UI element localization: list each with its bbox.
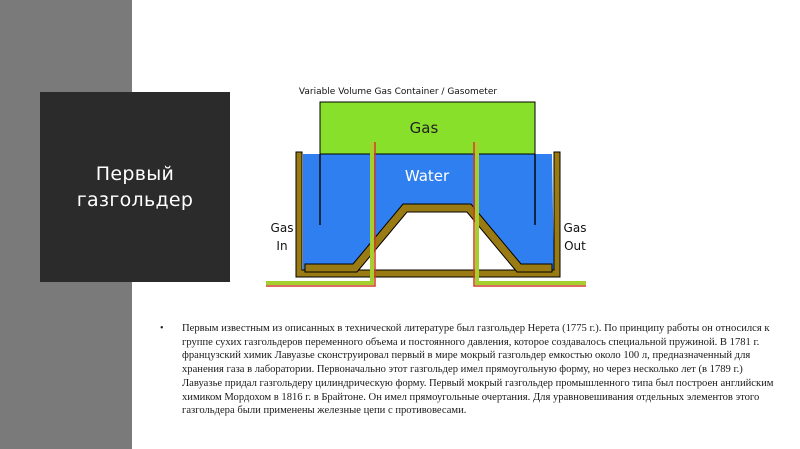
tank-central-hump — [304, 203, 553, 273]
gas-out-pipe — [475, 142, 586, 285]
gas-in-label-line-1: Gas — [271, 221, 294, 235]
gas-bell — [319, 101, 536, 155]
water-label: Water — [405, 167, 450, 185]
gas-out-pipe-edge — [473, 142, 586, 287]
slide-title-line-2: газгольдер — [76, 189, 194, 211]
bullet-icon: • — [160, 323, 164, 334]
slide-title-box: Первый газгольдер — [40, 92, 230, 282]
slide-title: Первый газгольдер — [77, 161, 194, 213]
gasometer-diagram: Variable Volume Gas Container / Gasomete… — [266, 87, 587, 287]
body-paragraph: Первым известным из описанных в техничес… — [182, 323, 774, 417]
gas-out-label-line-1: Gas — [564, 221, 587, 235]
tank-outer-wall — [295, 151, 561, 278]
slide-title-line-1: Первый — [95, 163, 175, 185]
water-area — [303, 154, 554, 270]
diagram-caption: Variable Volume Gas Container / Gasomete… — [299, 87, 497, 97]
gas-in-pipe — [266, 142, 374, 285]
gas-in-label-line-2: In — [276, 239, 287, 253]
gas-out-label-line-2: Out — [564, 239, 586, 253]
gas-label: Gas — [410, 119, 439, 137]
gas-in-pipe-edge — [266, 142, 376, 287]
slide-body: • Первым известным из описанных в технич… — [160, 322, 775, 418]
